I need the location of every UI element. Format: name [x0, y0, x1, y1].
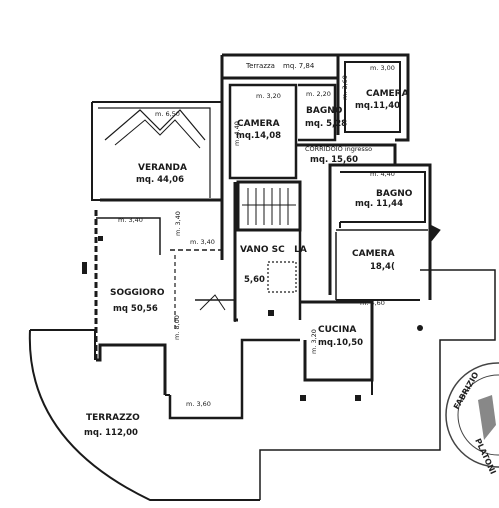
dim-label: m. 2,20 [306, 90, 331, 98]
room-name-cucina: CUCINA [318, 325, 356, 335]
dim-label: m. 3,60 [186, 400, 211, 408]
dim-label: m. 3,00 [370, 64, 395, 72]
room-area-camera-1: mq.14,08 [236, 131, 281, 141]
room-name-soggiorno: SOGGIORO [110, 288, 165, 298]
room-name-terrazzo: TERRAZZO [86, 413, 140, 423]
room-name-camera-2: CAMERA [366, 89, 409, 99]
right-terrace-outline [420, 269, 496, 400]
terrazzo-railing [259, 400, 441, 500]
dim-label: m. 3,40 [174, 211, 182, 236]
room-area-terrazzo: mq. 112,00 [84, 428, 138, 438]
soggiorno-walls [94, 210, 300, 420]
veranda-walls [91, 101, 224, 260]
room-area-veranda: mq. 44,06 [136, 175, 184, 185]
dim-label: m. 3,20 [310, 329, 318, 354]
room-area-bagno-1: mq. 5,28 [305, 119, 347, 129]
room-name-bagno-2: BAGNO [376, 189, 413, 199]
dim-label: m. 4,40 [370, 170, 395, 178]
right-block-walls [300, 163, 441, 395]
room-name-camera-3: CAMERA [352, 249, 395, 259]
room-name-veranda: VERANDA [138, 163, 187, 173]
fixtures [82, 236, 423, 401]
dim-label: m. 4,60 [360, 299, 385, 307]
room-area-soggiorno: mq 50,56 [113, 304, 158, 314]
room-area-vano-scala: 5,60 [244, 275, 265, 285]
dim-label: m. 4,40 [233, 121, 241, 146]
room-name-corridoio: CORRIDOIO ingresso [305, 145, 372, 153]
room-name-vano-scala: VANO SC LA [240, 245, 307, 255]
room-name-bagno-1: BAGNO [306, 106, 343, 116]
room-area-bagno-2: mq. 11,44 [355, 199, 403, 209]
dim-label: m. 8,00 [173, 315, 181, 340]
dim-label: m. 3,40 [118, 216, 143, 224]
room-area-camera-2: mq.11,40 [355, 101, 400, 111]
room-name-terrazza-top: Terrazza [245, 62, 275, 70]
room-area-cucina: mq.10,50 [318, 338, 363, 348]
dim-label: m. 6,50 [155, 110, 180, 118]
dim-label: m. 3,60 [341, 75, 349, 100]
room-area-terrazza-top: mq. 7,84 [283, 62, 315, 70]
dim-label: m. 3,40 [190, 238, 215, 246]
room-area-camera-3: 18,4( [370, 262, 395, 272]
top-block-walls [220, 53, 410, 295]
dim-label: m. 3,20 [256, 92, 281, 100]
room-area-corridoio: mq. 15,60 [310, 155, 358, 165]
stair-core [195, 180, 302, 322]
room-name-camera-1: CAMERA [237, 119, 280, 129]
